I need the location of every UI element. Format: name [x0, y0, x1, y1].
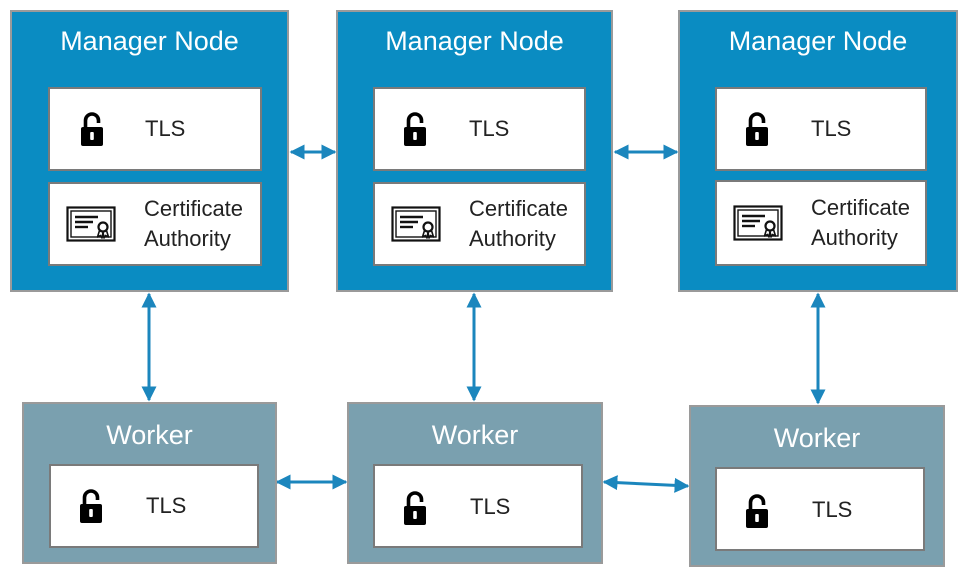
padlock-icon: [80, 111, 104, 147]
tls-panel: TLS: [715, 467, 925, 551]
certificate-icon: [66, 206, 116, 242]
certificate-authority-label: Certificate Authority: [811, 195, 911, 250]
manager-node-2: Manager Node TLS Certificate Authority: [336, 10, 613, 292]
tls-panel: TLS: [373, 87, 586, 171]
worker-node-title: Worker: [431, 420, 519, 450]
manager-node-title: Manager Node: [385, 26, 564, 56]
certificate-authority-panel: Certificate Authority: [373, 182, 586, 266]
padlock-icon: [79, 488, 103, 524]
tls-panel: TLS: [48, 87, 262, 171]
tls-label: TLS: [146, 493, 187, 518]
worker-node-3: Worker TLS: [689, 405, 945, 567]
padlock-icon: [403, 111, 427, 147]
tls-panel: TLS: [373, 464, 583, 548]
tls-panel: TLS: [715, 87, 927, 171]
worker-node-2: Worker TLS: [347, 402, 603, 564]
certificate-authority-panel: Certificate Authority: [48, 182, 262, 266]
padlock-icon: [745, 493, 769, 529]
padlock-icon: [403, 490, 427, 526]
certificate-authority-panel: Certificate Authority: [715, 180, 927, 266]
worker-node-title: Worker: [106, 420, 193, 450]
manager-node-title: Manager Node: [60, 26, 239, 56]
tls-label: TLS: [145, 116, 186, 141]
manager-node-title: Manager Node: [728, 26, 908, 56]
padlock-icon: [745, 111, 769, 147]
tls-label: TLS: [469, 116, 510, 141]
worker-node-title: Worker: [773, 423, 861, 453]
manager-node-1: Manager Node TLS Certificate Authority: [10, 10, 289, 292]
connector-worker2-worker3: [602, 475, 690, 493]
worker-node-1: Worker TLS: [22, 402, 277, 564]
tls-label: TLS: [470, 494, 511, 519]
certificate-icon: [733, 205, 783, 241]
certificate-authority-label: Certificate Authority: [144, 196, 244, 251]
manager-node-3: Manager Node TLS Certificate Authority: [678, 10, 958, 292]
tls-panel: TLS: [49, 464, 259, 548]
tls-label: TLS: [812, 497, 853, 522]
certificate-authority-label: Certificate Authority: [469, 196, 569, 251]
tls-label: TLS: [811, 116, 852, 141]
certificate-icon: [391, 206, 441, 242]
